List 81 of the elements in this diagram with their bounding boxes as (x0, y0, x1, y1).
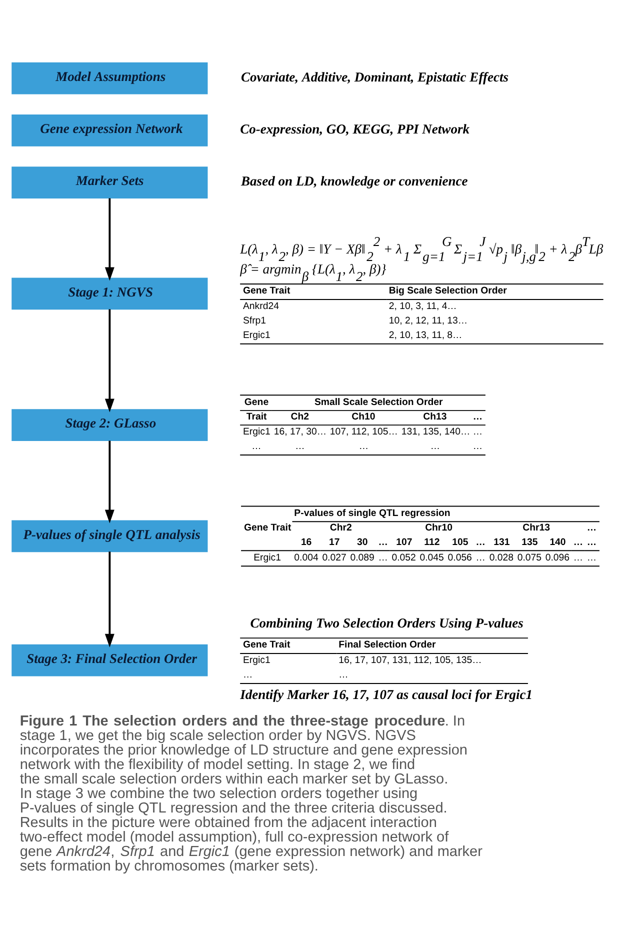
label: Big Scale Selection Order (388, 286, 507, 297)
node-label: Co-expression, GO, KEGG, PPI Network (240, 122, 470, 137)
label: 107 (396, 536, 412, 548)
label: 17 (328, 536, 340, 548)
label: 112 (424, 536, 440, 548)
label: Ankrd24 (242, 301, 279, 312)
label: … (430, 441, 440, 452)
label: 2, 10, 13, 11, 8… (388, 330, 462, 342)
label: … (573, 552, 584, 564)
node-box: Stage 1: NGVS (12, 278, 208, 310)
arrow (104, 309, 114, 412)
label: 107, 112, 105… (330, 426, 398, 438)
label: Ch10 (352, 411, 376, 422)
label: … (338, 670, 348, 681)
label: … (242, 670, 253, 681)
node-box: Marker Sets (12, 166, 208, 199)
label: … (573, 536, 584, 548)
label: Ergic1 (242, 655, 270, 666)
label: Ch2 (290, 411, 310, 422)
label: 140 (550, 536, 566, 548)
label: … (472, 441, 483, 452)
label: … (378, 536, 388, 548)
label: 0.027 (322, 552, 346, 564)
label: Gene Trait (244, 522, 292, 534)
label: 131, 135, 140… (401, 426, 470, 438)
node-box: Model Assumptions (12, 62, 208, 94)
label: … (586, 552, 597, 564)
label: Chr2 (330, 522, 352, 534)
node-box: Stage 3: Final Selection Order (12, 644, 208, 676)
label: … (586, 536, 597, 548)
label: Combining Two Selection Orders Using P-values (250, 616, 524, 631)
label: 2, 10, 3, 11, 4… (388, 301, 457, 312)
label: … (472, 426, 483, 438)
label: … (378, 552, 388, 564)
label: Gene Trait (242, 286, 290, 297)
label: 0.096 (545, 552, 570, 564)
label: 16, 17, 107, 131, 112, 105, 135… (338, 655, 482, 666)
label: Sfrp1 (242, 316, 266, 327)
label: Final Selection Order (338, 640, 436, 651)
label: Gene Trait (242, 640, 290, 651)
label: 0.028 (489, 552, 514, 564)
label: 0.056 (448, 552, 472, 564)
node-box: Stage 2: GLasso (12, 409, 208, 441)
label: … (358, 441, 369, 452)
node-label: Covariate, Additive, Dominant, Epistatic Effects (241, 69, 508, 84)
caption: Figure 1 The selection orders and the three-stage procedure. In stage 1, we get the big scale selection order by NGVS. NGVS incorporates the prior knowledge of LD structure and gene expression network with the flexibility of model setting. In stage 2, we find the small scale selection orders within each marker set by GLasso. In stage 3 we combine the two selection orders together using P-values of single QTL regression and the three criteria discussed. Results in the picture were obtained from the adjacent interaction two-effect model (model assumption), full co-expression network of gene Ankrd24, Sfrp1 and Ergic1 (gene expression network) and marker sets formation by chromosomes (marker sets). (20, 714, 482, 874)
label: 131 (494, 536, 510, 548)
label: 16 (300, 536, 312, 548)
label: 0.004 (294, 552, 318, 564)
label: Ergic1 (242, 426, 270, 438)
label: … (476, 536, 486, 548)
label: … (252, 441, 262, 452)
label: 0.075 (517, 552, 542, 564)
label: 105 (452, 536, 468, 548)
label: … (472, 411, 483, 422)
node-box: Gene expression Network (12, 114, 208, 146)
node-label: Based on LD, knowledge or convenience (241, 174, 468, 189)
label: 30 (356, 536, 368, 548)
label: Ch13 (423, 411, 447, 422)
label: Ergic1 (254, 552, 281, 564)
label: 0.089 (350, 552, 374, 564)
label: Chr10 (425, 522, 452, 534)
label: 16, 17, 30… (274, 426, 327, 438)
label: … (476, 552, 486, 564)
label: 0.052 (392, 552, 416, 564)
arrow (104, 440, 114, 524)
label: P-values of single QTL regression (294, 508, 450, 519)
label: … (586, 522, 597, 534)
arrow (104, 198, 114, 281)
label: 135 (522, 536, 538, 548)
label: Gene (244, 396, 269, 408)
label: Trait (246, 411, 267, 422)
label: 10, 2, 12, 11, 13… (388, 316, 468, 327)
node-label: Identify Marker 16, 17, 107 as causal loci for Ergic1 (240, 687, 533, 702)
arrow (104, 552, 114, 648)
label: Chr13 (522, 522, 550, 534)
node-box: P-values of single QTL analysis (12, 520, 208, 552)
label: 0.045 (420, 552, 444, 564)
label: Small Scale Selection Order (314, 396, 443, 408)
label: Ergic1 (242, 330, 270, 342)
label: … (295, 441, 305, 452)
